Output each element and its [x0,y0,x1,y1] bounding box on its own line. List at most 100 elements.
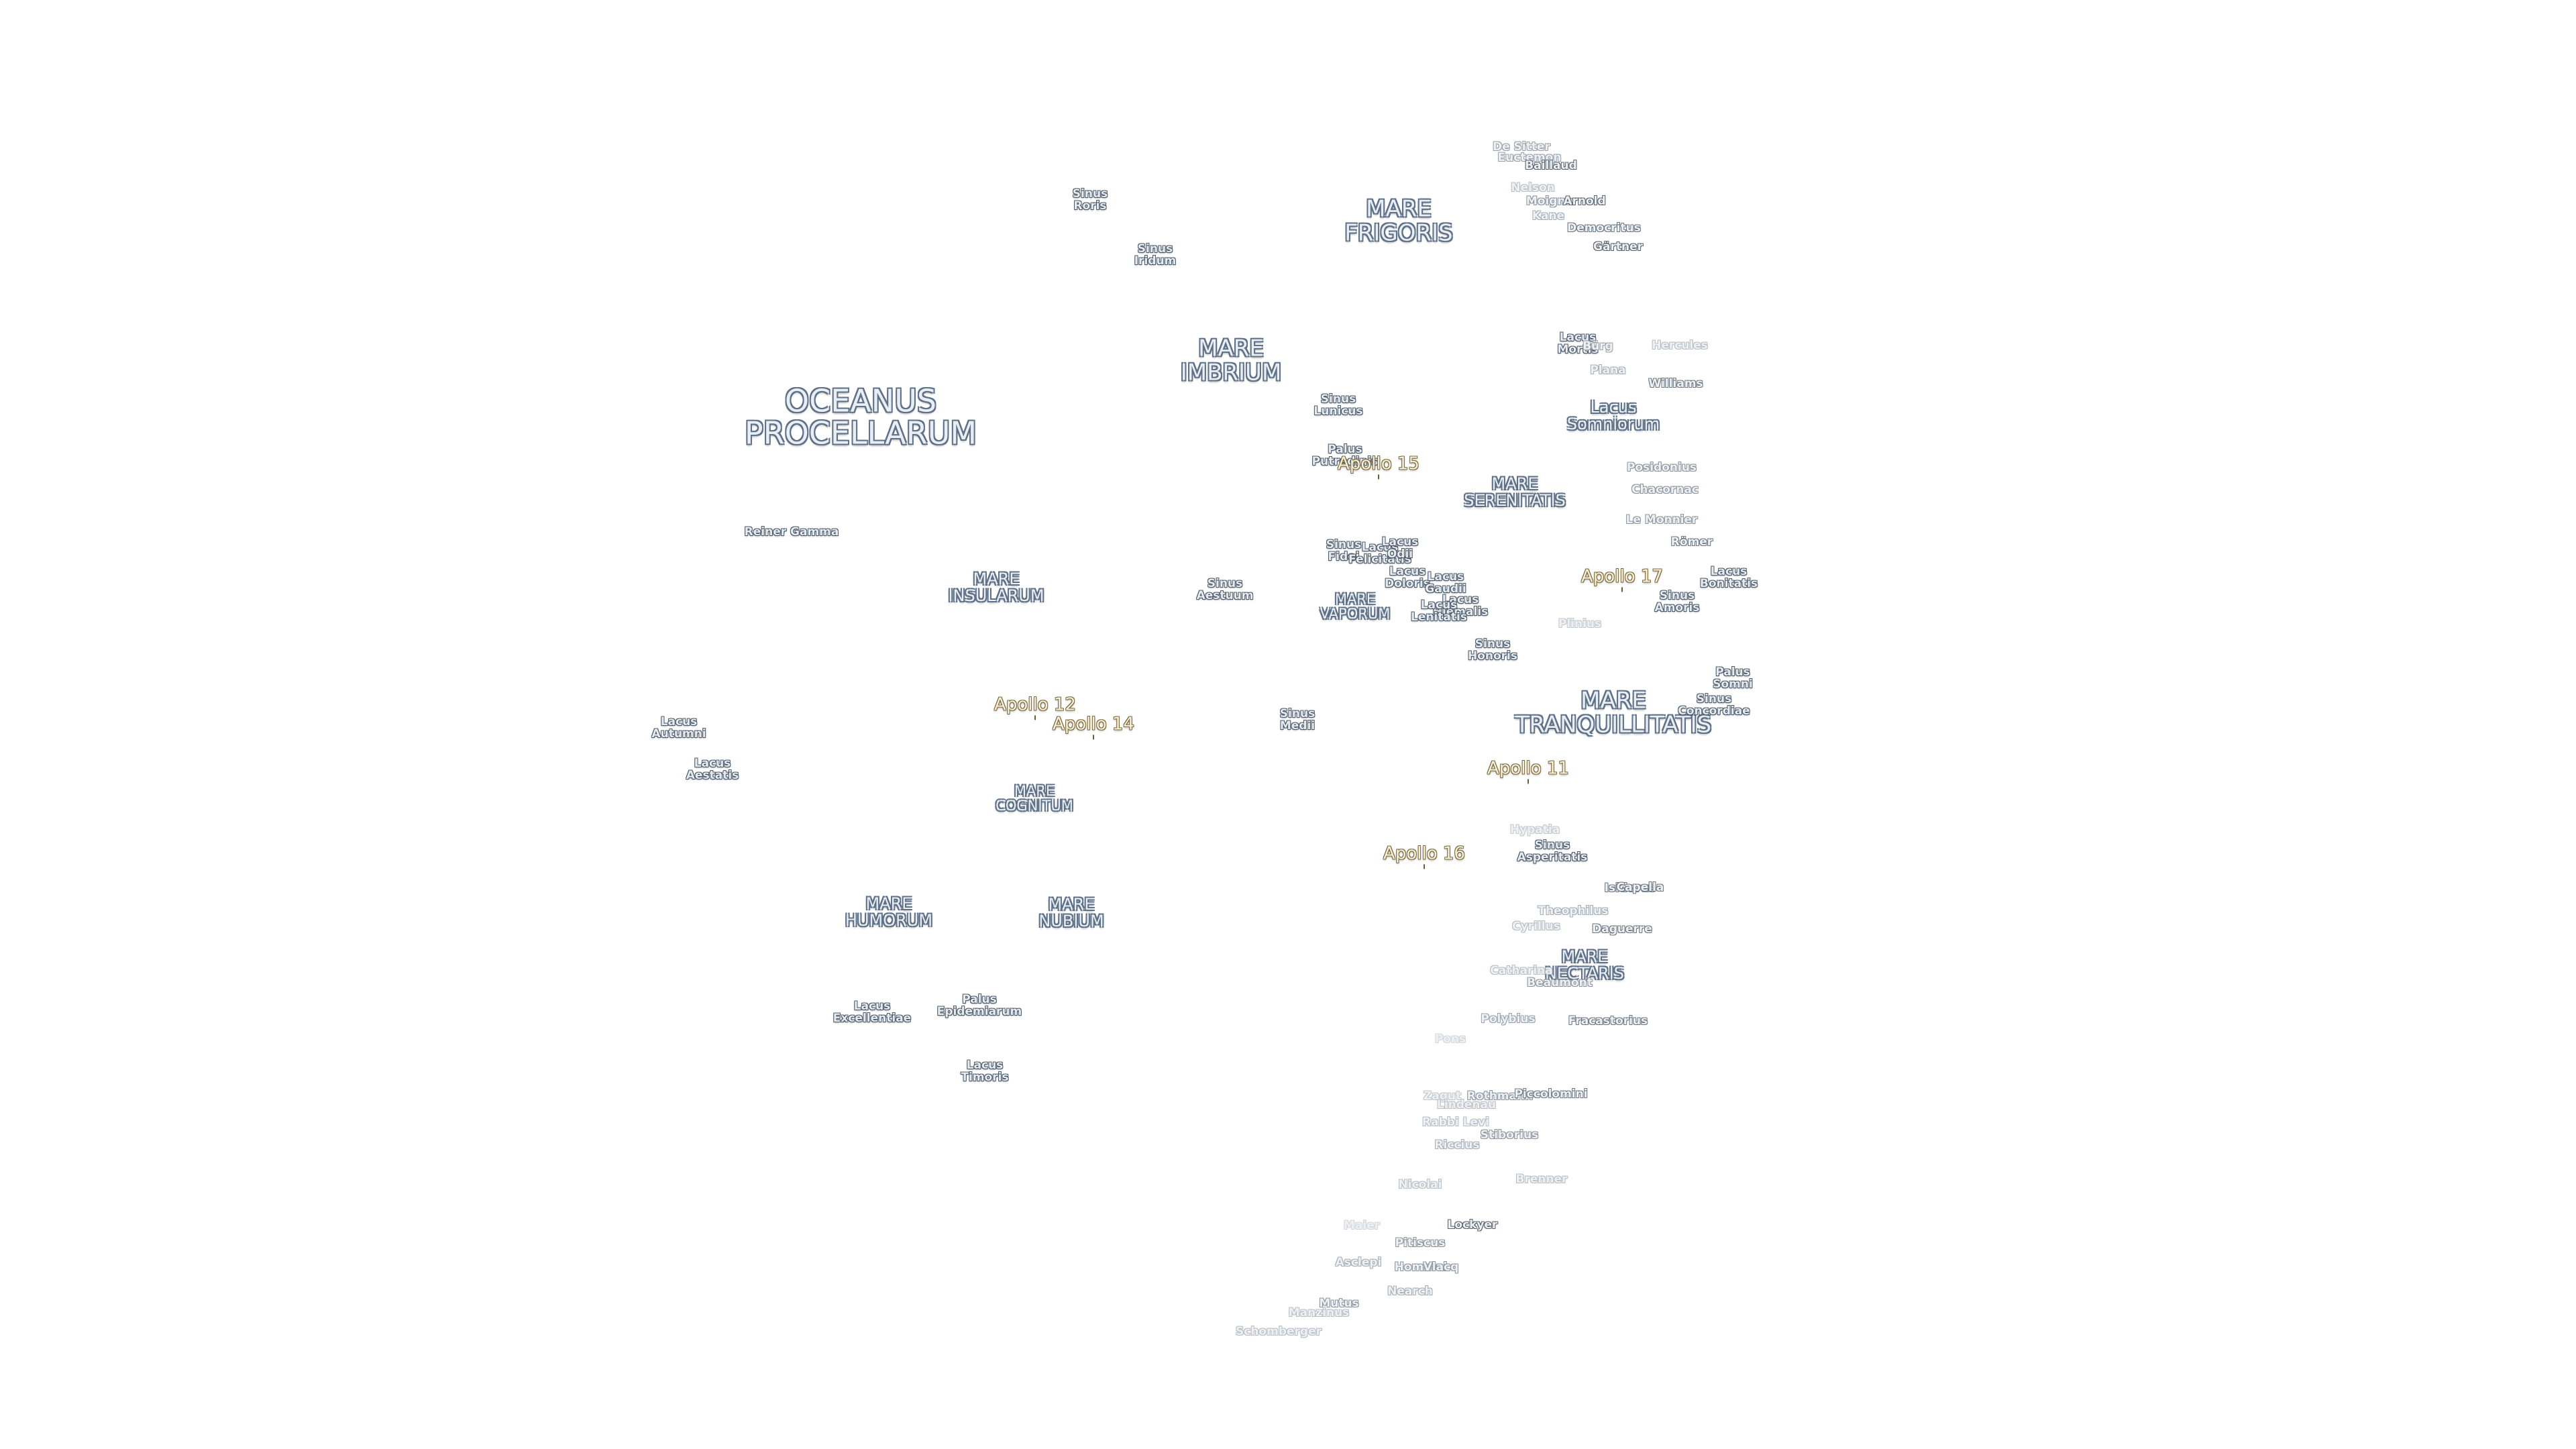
crater-riccius-label: Riccius [1434,1138,1480,1152]
crater-vlacq-label: Vlacq [1423,1260,1459,1275]
label-line: Somni [1713,678,1753,691]
landing-site-marker-icon [1378,474,1379,480]
crater-hommel-label: Hommel [1394,1260,1448,1275]
crater-gartner-label: Gärtner [1593,240,1643,254]
label-line: Sinus [1072,187,1108,201]
label-line: PROCELLARUM [744,415,977,451]
label-line: Gaudii [1425,582,1466,596]
crater-kane-label: Kane [1532,209,1565,223]
label-line: Sinus [1326,538,1362,552]
crater-theophilus-label: Theophilus [1538,904,1609,918]
crater-pitiscus-label: Pitiscus [1395,1236,1446,1250]
label-line: OCEANUS [784,382,937,419]
label-line: Sinus [1659,589,1695,603]
label-line: Autumni [651,727,706,741]
crater-williams-label: Williams [1648,377,1703,391]
landing-site-marker-icon [1034,715,1036,720]
crater-arnold-label: Arnold [1563,195,1606,209]
label-line: Excellentiae [833,1012,912,1025]
label-line: Lacus [1420,598,1458,612]
crater-brenner-label: Brenner [1515,1173,1568,1187]
label-line: MARE [1334,590,1376,607]
landing-site-marker-icon [1527,779,1529,784]
label-line: VAPORUM [1320,606,1391,622]
label-line: Sinus [1137,242,1173,256]
label-line: Lunicus [1313,405,1363,418]
crater-euctemon-label: Euctemon [1497,151,1562,165]
crater-mutus-label: Mutus [1319,1297,1359,1311]
crater-piccolomini-label: Piccolomini [1514,1087,1588,1102]
apollo-16-site-label: Apollo 16 [1383,845,1465,869]
crater-capella-label: Capella [1616,881,1664,895]
label-line: MARE [1491,474,1538,493]
label-line: Sinus [1534,839,1570,853]
crater-zagut-label: Zagut [1423,1089,1462,1104]
apollo-site-name: Apollo 12 [994,694,1076,715]
crater-plana-label: Plana [1590,364,1626,378]
crater-moigno-label: Moigno [1525,195,1574,209]
label-line: Amoris [1654,601,1700,614]
label-line: Lacus [853,1000,891,1014]
label-line: Concordiae [1678,704,1750,718]
label-line: Aestuum [1196,589,1254,602]
label-line: IMBRIUM [1180,359,1282,386]
landing-site-marker-icon [1093,735,1094,740]
label-line: Aestatis [686,769,739,782]
crater-democritus-label: Democritus [1567,221,1641,235]
label-line: SERENITATIS [1464,491,1566,510]
label-line: Honoris [1467,649,1518,663]
apollo-12-site-label: Apollo 12 [994,694,1076,720]
label-line: COGNITUM [996,798,1073,814]
label-line: MARE [1366,195,1432,223]
crater-manzinus-label: Manzinus [1288,1306,1350,1320]
label-line: Felicitatis [1348,553,1411,566]
crater-romer-label: Römer [1670,535,1713,549]
crater-stiborius-label: Stiborius [1480,1128,1539,1142]
crater-hypatia-label: Hypatia [1509,823,1560,837]
crater-fracastorius-label: Fracastorius [1568,1014,1648,1028]
crater-schomberger-label: Schomberger [1236,1325,1322,1339]
crater-plinius-label: Plinius [1558,617,1602,631]
crater-isidorus-label: Isidorus [1604,881,1656,896]
label-line: INSULARUM [948,586,1044,605]
reiner-gamma-label: Reiner Gamma [745,526,839,539]
label-line: MARE [1561,947,1608,966]
crater-rabbi-levi-label: Rabbi Levi [1422,1116,1489,1130]
apollo-17-site-label: Apollo 17 [1581,568,1663,592]
label-line: Sinus [1474,637,1511,651]
crater-lindenau-label: Lindenau [1436,1098,1497,1112]
apollo-site-name: Apollo 14 [1053,714,1134,735]
label-line: Somniorum [1566,415,1660,433]
label-line: Hiemalis [1432,605,1489,619]
label-line: Lacus [1389,565,1426,579]
label-line: HUMORUM [845,911,933,930]
crater-maier-label: Maier [1343,1219,1381,1233]
label-line: NUBIUM [1038,912,1104,930]
label-line: Lacus [1381,535,1419,549]
crater-nearch-label: Nearch [1387,1285,1433,1299]
label-line: MARE [1580,687,1646,714]
crater-burg-label: Bürg [1582,339,1613,354]
crater-hercules-label: Hercules [1652,339,1708,353]
label-line: Doloris [1385,577,1430,590]
label-line: Lacus [694,757,731,771]
crater-rothmann-label: Rothmann [1466,1089,1534,1104]
label-line: MARE [1048,894,1095,914]
